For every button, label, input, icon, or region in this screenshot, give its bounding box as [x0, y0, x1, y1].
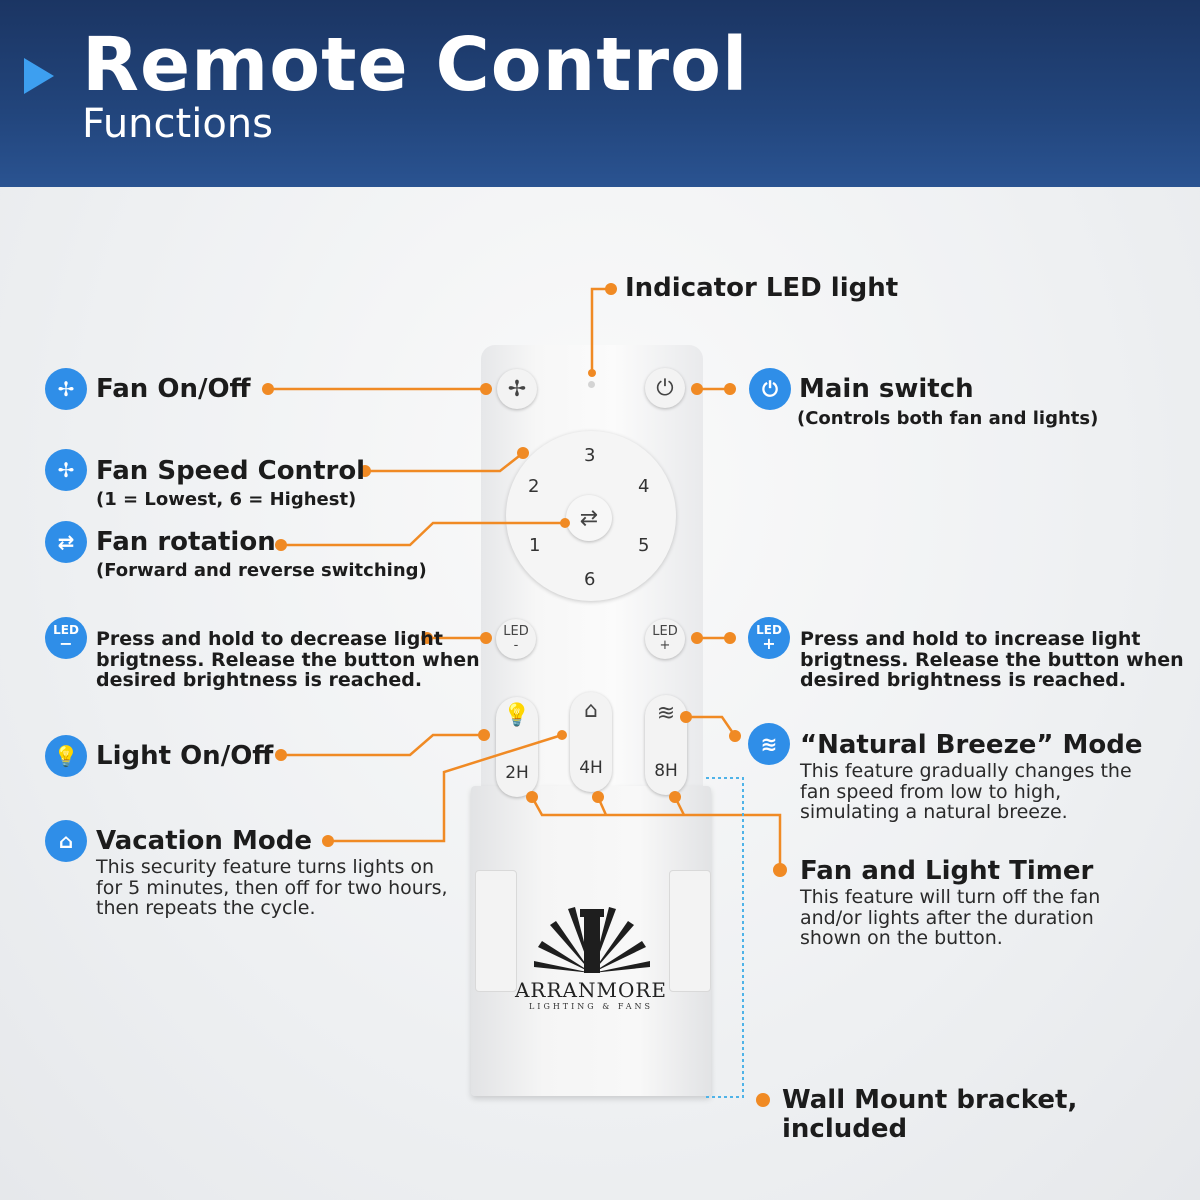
desc-line: desired brightness is reached.	[96, 669, 423, 692]
minus-label: -	[513, 638, 519, 653]
fan-rotation-sub: (Forward and reverse switching)	[96, 560, 427, 581]
brand-name: ARRANMORE	[514, 978, 668, 1002]
led-plus-icon-text: LED	[756, 623, 782, 637]
desc-line: This feature will turn off the fan	[800, 886, 1101, 908]
light-onoff-label: Light On/Off	[96, 741, 274, 771]
plus-label: +	[659, 638, 671, 653]
led-label: LED	[652, 624, 678, 640]
led-minus-icon-sign: −	[59, 634, 73, 653]
speed-1[interactable]: 1	[529, 535, 541, 556]
timer-4h-button[interactable]: ⌂ 4H	[570, 692, 612, 792]
desc-line: brigtness. Release the button when	[96, 648, 480, 671]
bracket-clip-left	[475, 870, 517, 992]
page-title: Remote Control	[82, 22, 749, 108]
brand-tagline: LIGHTING & FANS	[528, 1002, 654, 1011]
timer-desc: This feature will turn off the fan and/o…	[800, 887, 1100, 949]
speed-6[interactable]: 6	[584, 569, 596, 590]
main-switch-sub: (Controls both fan and lights)	[797, 408, 1099, 429]
fan-speed-label: Fan Speed Control	[96, 456, 366, 486]
breeze-desc: This feature gradually changes the fan s…	[800, 761, 1132, 823]
timer-8h-button[interactable]: ≋ 8H	[645, 695, 687, 795]
timer-label: Fan and Light Timer	[800, 856, 1094, 886]
desc-line: for 5 minutes, then off for two hours,	[96, 876, 448, 899]
desc-line: This feature gradually changes the	[800, 760, 1132, 782]
desc-line: shown on the button.	[800, 927, 1003, 950]
bracket-clip-right	[669, 870, 711, 992]
speed-5[interactable]: 5	[638, 535, 650, 556]
timer-2h-label: 2H	[505, 763, 529, 783]
desc-line: simulating a natural breeze.	[800, 801, 1068, 824]
led-decrease-button[interactable]: LED -	[496, 619, 536, 659]
lighthouse-logo	[534, 907, 650, 973]
breeze-callout-icon: ≋	[748, 723, 790, 765]
led-label: LED	[503, 624, 529, 640]
fan-button[interactable]: ✢	[497, 369, 537, 409]
main-switch-icon: ⏻	[749, 368, 791, 410]
fan-speed-icon: ✢	[45, 449, 87, 491]
led-increase-desc: Press and hold to increase light brigtne…	[800, 629, 1184, 691]
vacation-label: Vacation Mode	[96, 826, 312, 856]
timer-4h-label: 4H	[579, 758, 603, 778]
fan-speed-sub: (1 = Lowest, 6 = Highest)	[96, 489, 357, 510]
power-icon: ⏻	[656, 375, 674, 401]
timer-8h-label: 8H	[654, 761, 678, 781]
timer-2h-button[interactable]: 💡 2H	[496, 697, 538, 797]
desc-line: This security feature turns lights on	[96, 856, 435, 878]
breeze-icon: ≋	[656, 701, 676, 726]
desc-line: fan speed from low to high,	[800, 780, 1062, 803]
power-button[interactable]: ⏻	[645, 368, 685, 408]
rotation-callout-icon: ⇄	[45, 521, 87, 563]
speed-2[interactable]: 2	[528, 476, 540, 497]
fan-icon: ✢	[507, 376, 527, 402]
desc-line: desired brightness is reached.	[800, 669, 1127, 692]
header-banner: Remote Control Functions	[0, 0, 1200, 187]
main-switch-label: Main switch	[799, 374, 974, 404]
rotation-icon: ⇄	[579, 505, 599, 531]
play-arrow-icon	[24, 58, 54, 94]
led-minus-icon-text: LED	[53, 623, 79, 637]
vacation-house-icon: ⌂	[45, 820, 87, 862]
led-plus-icon: LED +	[748, 617, 790, 659]
led-minus-icon: LED −	[45, 617, 87, 659]
wall-mount-line: Wall Mount bracket,	[782, 1085, 1078, 1115]
led-plus-icon-sign: +	[762, 634, 776, 653]
desc-line: Press and hold to increase light	[800, 628, 1141, 650]
rotation-button[interactable]: ⇄	[566, 495, 612, 541]
led-increase-button[interactable]: LED +	[645, 619, 685, 659]
speed-4[interactable]: 4	[638, 476, 650, 497]
indicator-led	[588, 381, 595, 388]
bulb-icon: 💡	[503, 703, 531, 728]
house-icon: ⌂	[584, 698, 598, 723]
desc-line: brigtness. Release the button when	[800, 648, 1184, 671]
desc-line: then repeats the cycle.	[96, 897, 316, 920]
desc-line: and/or lights after the duration	[800, 906, 1094, 929]
speed-3[interactable]: 3	[584, 445, 596, 466]
light-onoff-icon: 💡	[45, 735, 87, 777]
led-decrease-desc: Press and hold to decrease light brigtne…	[96, 629, 480, 691]
wall-mount-label: Wall Mount bracket, included	[782, 1085, 1078, 1145]
fan-onoff-label: Fan On/Off	[96, 374, 251, 404]
breeze-label: “Natural Breeze” Mode	[800, 730, 1143, 760]
desc-line: Press and hold to decrease light	[96, 628, 443, 650]
fan-onoff-icon: ✢	[45, 368, 87, 410]
vacation-desc: This security feature turns lights on fo…	[96, 857, 448, 919]
wall-mount-line: included	[782, 1114, 908, 1145]
indicator-led-label: Indicator LED light	[625, 273, 899, 303]
fan-rotation-label: Fan rotation	[96, 527, 276, 557]
page-subtitle: Functions	[82, 101, 273, 147]
